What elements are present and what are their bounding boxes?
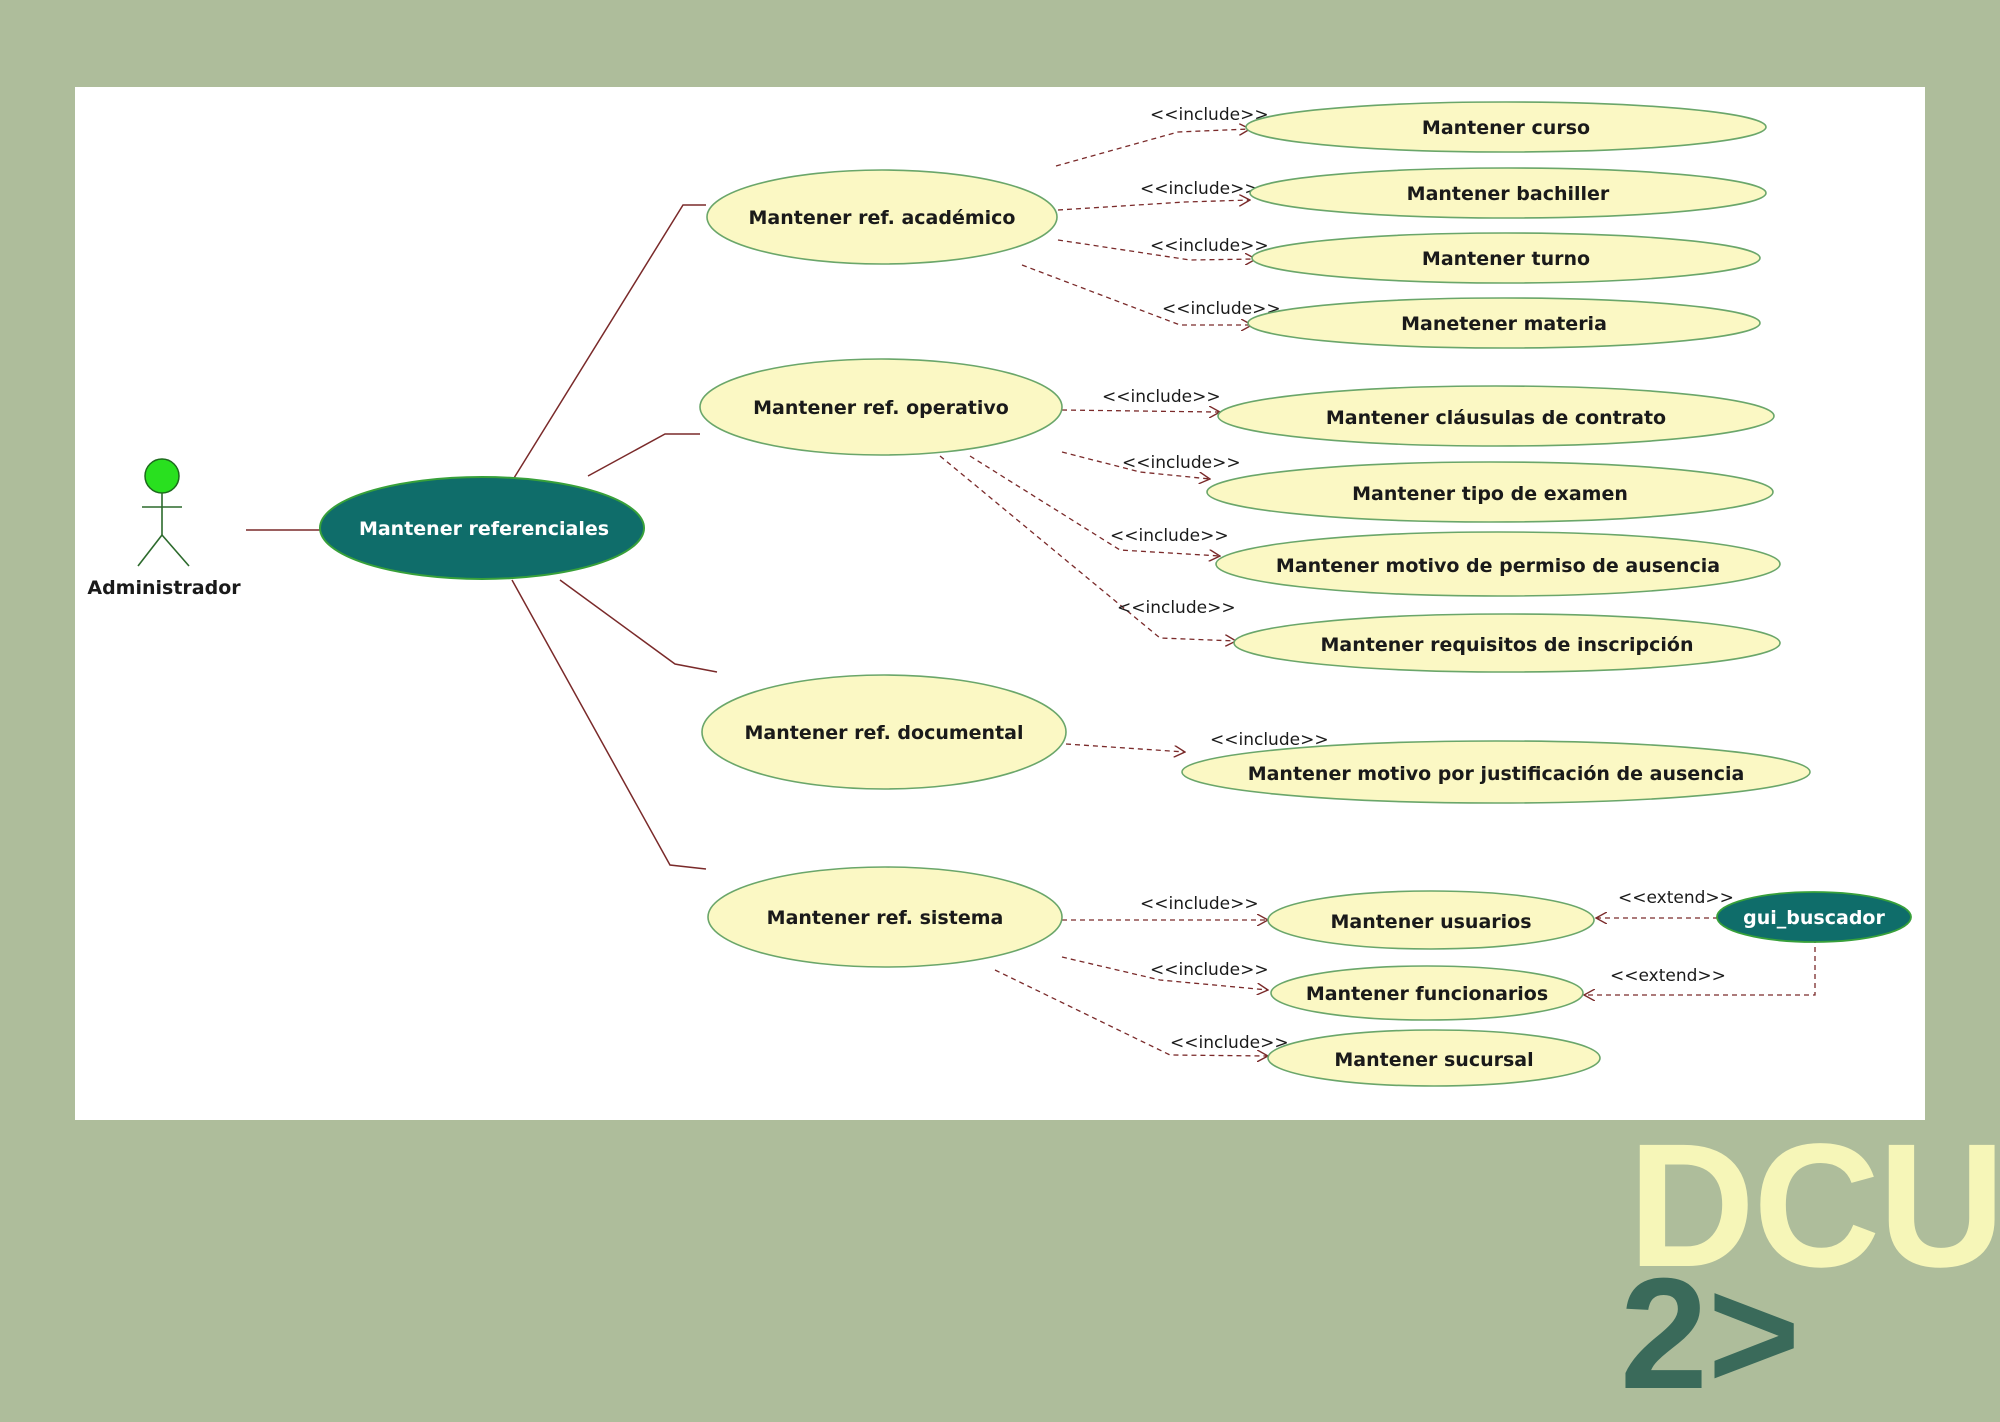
usecase-label: Mantener turno: [1422, 248, 1590, 270]
svg-text:<<extend>>: <<extend>>: [1618, 888, 1734, 908]
relationship-labels: <<include>> <<include>> <<include>> <<in…: [1102, 105, 1734, 1053]
usecase-mantener-curso[interactable]: Mantener curso: [1245, 101, 1767, 153]
usecase-label: Mantener funcionarios: [1306, 983, 1548, 1005]
usecase-label: Mantener usuarios: [1330, 911, 1531, 933]
svg-text:<<include>>: <<include>>: [1102, 387, 1221, 407]
usecase-label: Manetener materia: [1401, 313, 1607, 335]
svg-text:<<include>>: <<include>>: [1210, 730, 1329, 750]
include-dependencies: [939, 129, 1816, 1056]
usecase-gui-buscador[interactable]: gui_buscador: [1716, 891, 1912, 943]
usecase-label: Mantener ref. operativo: [753, 397, 1009, 419]
usecase-mantener-requisitos[interactable]: Mantener requisitos de inscripción: [1233, 613, 1781, 673]
usecase-label: Mantener ref. académico: [749, 207, 1016, 229]
usecase-mantener-bachiller[interactable]: Mantener bachiller: [1249, 167, 1767, 219]
svg-text:<<include>>: <<include>>: [1140, 894, 1259, 914]
svg-text:<<extend>>: <<extend>>: [1610, 966, 1726, 986]
actor-label: Administrador: [87, 577, 241, 599]
usecase-label: Mantener tipo de examen: [1352, 483, 1628, 505]
usecase-mantener-referenciales[interactable]: Mantener referenciales: [319, 476, 645, 580]
slide-title: DCU: [1628, 1108, 2000, 1304]
usecase-ref-academico[interactable]: Mantener ref. académico: [706, 169, 1058, 265]
usecase-mantener-motivo-permiso[interactable]: Mantener motivo de permiso de ausencia: [1215, 531, 1781, 597]
usecase-label: Mantener ref. sistema: [767, 907, 1004, 929]
usecase-mantener-usuarios[interactable]: Mantener usuarios: [1267, 890, 1595, 950]
usecase-mantener-sucursal[interactable]: Mantener sucursal: [1267, 1029, 1601, 1087]
actor-administrador[interactable]: Administrador: [87, 458, 241, 599]
usecase-mantener-tipo-examen[interactable]: Mantener tipo de examen: [1206, 461, 1774, 523]
svg-text:<<include>>: <<include>>: [1150, 105, 1269, 125]
usecase-ref-sistema[interactable]: Mantener ref. sistema: [707, 866, 1063, 968]
svg-text:<<include>>: <<include>>: [1110, 526, 1229, 546]
usecase-label: Mantener bachiller: [1407, 183, 1610, 205]
usecase-label: Mantener requisitos de inscripción: [1321, 634, 1694, 656]
usecase-label: Mantener motivo de permiso de ausencia: [1276, 555, 1720, 577]
svg-text:<<include>>: <<include>>: [1122, 453, 1241, 473]
usecase-label: Mantener referenciales: [359, 518, 609, 540]
usecase-manetener-materia[interactable]: Manetener materia: [1247, 297, 1761, 349]
usecase-label: gui_buscador: [1743, 907, 1885, 929]
svg-text:<<include>>: <<include>>: [1140, 179, 1259, 199]
stick-figure-actor-icon: [144, 458, 180, 494]
usecase-label: Mantener curso: [1422, 117, 1590, 139]
svg-text:<<include>>: <<include>>: [1117, 598, 1236, 618]
usecase-mantener-motivo-justificacion[interactable]: Mantener motivo por justificación de aus…: [1181, 740, 1811, 804]
svg-text:<<include>>: <<include>>: [1150, 236, 1269, 256]
association-lines: [246, 204, 718, 870]
usecase-label: Mantener ref. documental: [744, 722, 1023, 744]
svg-text:<<include>>: <<include>>: [1162, 299, 1281, 319]
usecase-label: Mantener sucursal: [1334, 1049, 1533, 1071]
usecase-mantener-funcionarios[interactable]: Mantener funcionarios: [1270, 965, 1584, 1021]
usecase-ref-documental[interactable]: Mantener ref. documental: [701, 674, 1067, 790]
usecase-mantener-turno[interactable]: Mantener turno: [1251, 232, 1761, 284]
usecase-mantener-clausulas[interactable]: Mantener cláusulas de contrato: [1217, 385, 1775, 447]
usecase-label: Mantener cláusulas de contrato: [1326, 407, 1666, 429]
slide-subtitle: 2>: [1620, 1246, 1801, 1422]
usecase-ref-operativo[interactable]: Mantener ref. operativo: [699, 358, 1063, 456]
usecase-label: Mantener motivo por justificación de aus…: [1248, 763, 1745, 785]
svg-text:<<include>>: <<include>>: [1150, 960, 1269, 980]
svg-text:<<include>>: <<include>>: [1170, 1033, 1289, 1053]
